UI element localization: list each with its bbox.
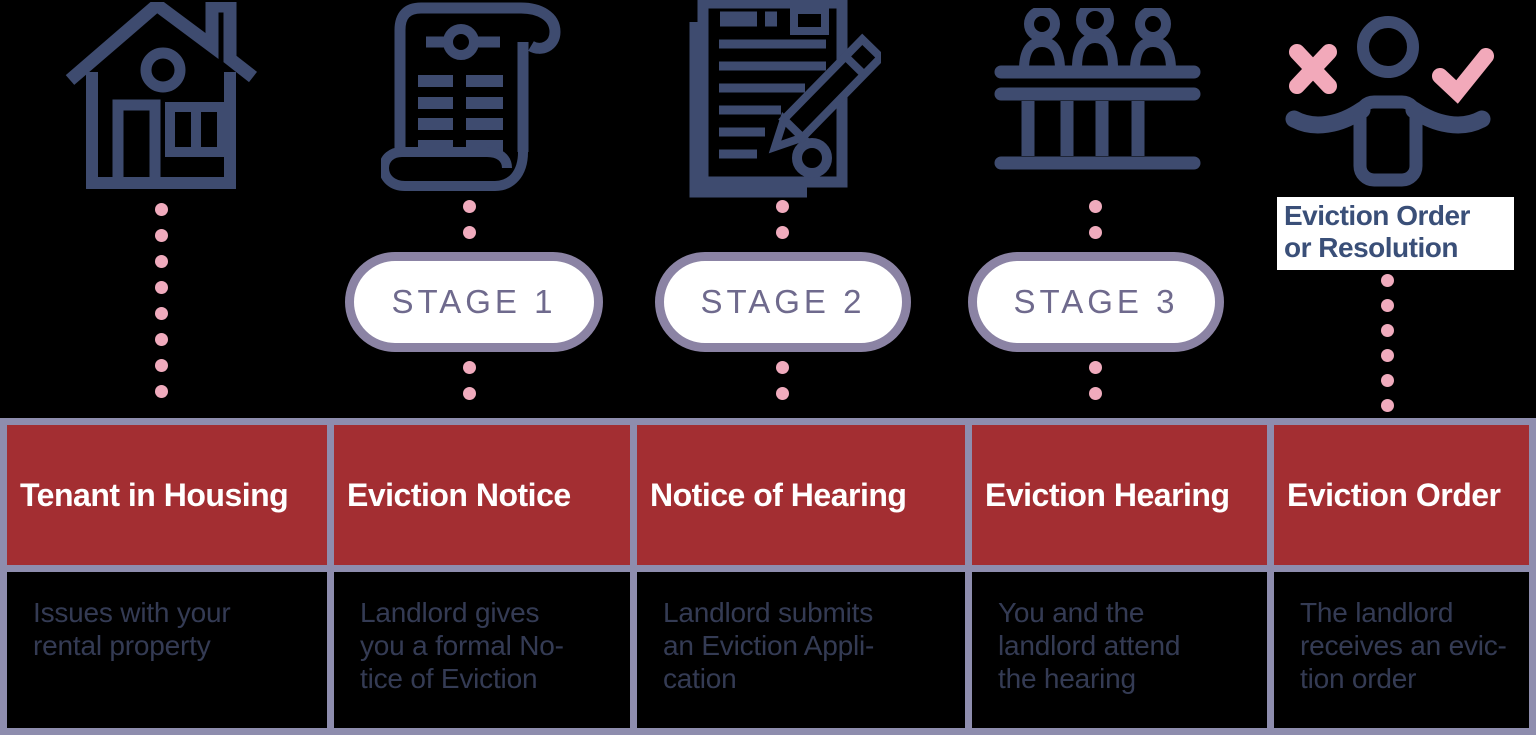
application-document-pencil-icon: [689, 0, 881, 198]
dotted-connector: [776, 200, 789, 239]
table-header-notice-hearing: Notice of Hearing: [637, 425, 965, 565]
house-icon: [65, 2, 258, 189]
stage-pill-label: STAGE 1: [391, 283, 557, 320]
dotted-connector: [776, 361, 789, 400]
dotted-connector: [155, 203, 168, 398]
x-mark: [1289, 44, 1337, 94]
stage-pill-3: STAGE 3: [968, 252, 1224, 352]
person-decision-icon: [1285, 16, 1494, 187]
table-desc-notice-hearing: Landlord submits an Eviction Appli- cati…: [637, 572, 965, 728]
dotted-connector: [463, 200, 476, 239]
dotted-connector: [1089, 200, 1102, 239]
eviction-notice-scroll-icon: [381, 2, 561, 191]
stage-pill-label: STAGE 2: [700, 283, 866, 320]
table-desc-tenant: Issues with your rental property: [7, 572, 327, 728]
stage-pill-label: STAGE 3: [1013, 283, 1179, 320]
dotted-connector: [1089, 361, 1102, 400]
dotted-connector: [1381, 274, 1394, 412]
table-header-eviction-hearing: Eviction Hearing: [972, 425, 1267, 565]
table-header-eviction-order: Eviction Order: [1274, 425, 1529, 565]
table-header-tenant: Tenant in Housing: [7, 425, 327, 565]
stage-pill-2: STAGE 2: [655, 252, 911, 352]
jury-box-icon: [994, 8, 1201, 170]
table-desc-eviction-hearing: You and the landlord attend the hearing: [972, 572, 1267, 728]
table-desc-eviction-order: The landlord receives an evic- tion orde…: [1274, 572, 1529, 728]
check-mark: [1432, 48, 1494, 104]
process-table: Tenant in Housing Eviction Notice Notice…: [0, 418, 1536, 735]
table-desc-eviction-notice: Landlord gives you a formal No- tice of …: [334, 572, 630, 728]
table-header-eviction-notice: Eviction Notice: [334, 425, 630, 565]
eviction-order-annotation: Eviction Order or Resolution: [1277, 197, 1514, 270]
stage-pill-1: STAGE 1: [345, 252, 603, 352]
dotted-connector: [463, 361, 476, 400]
